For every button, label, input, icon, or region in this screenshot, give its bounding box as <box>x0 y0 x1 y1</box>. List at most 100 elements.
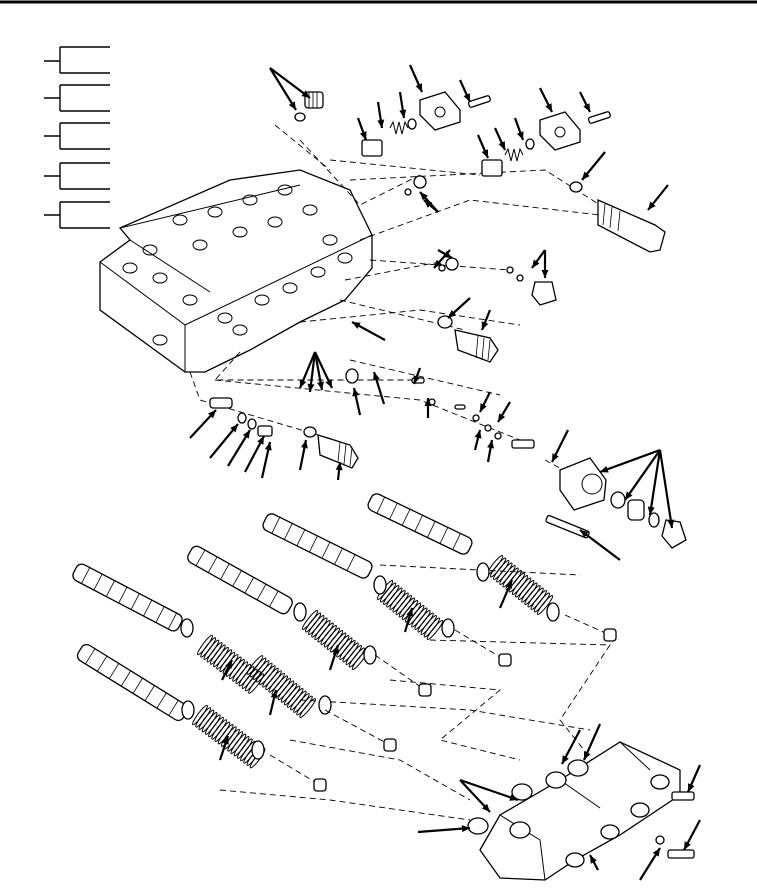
spool-bolt-head-2 <box>498 653 512 667</box>
plug-small-1 <box>413 175 427 189</box>
sleeve-2 <box>481 159 503 177</box>
callout-arrow-11 <box>493 127 507 151</box>
callout-arrow-44 <box>599 448 661 474</box>
callout-arrow-45 <box>624 449 661 501</box>
spring-small-1 <box>389 120 409 135</box>
callout-arrow-24 <box>298 351 317 389</box>
callout-arrow-47 <box>658 449 675 529</box>
callout-arrow-32 <box>479 391 491 413</box>
callout-arrow-10 <box>476 134 490 159</box>
o-ring-mid-3 <box>516 274 524 282</box>
callout-arrow-4 <box>458 79 472 103</box>
callout-arrow-8 <box>539 87 553 113</box>
seal-bottom-2 <box>511 783 533 801</box>
block-port-4 <box>217 312 233 324</box>
legend-bracket-5 <box>44 201 110 229</box>
small-pin-parts <box>411 377 502 440</box>
retainer-3 <box>293 602 307 622</box>
block-port-1 <box>122 262 138 274</box>
callout-arrows <box>189 64 702 881</box>
block-port-7 <box>310 266 326 278</box>
block-port-17 <box>142 244 158 256</box>
spool-bolt-2 <box>454 629 506 661</box>
spring-small-2 <box>504 147 524 162</box>
spool-bolt-head-3 <box>418 683 432 697</box>
block-port-13 <box>192 239 208 251</box>
spool-3 <box>187 545 293 615</box>
o-ring-mid-5 <box>345 368 359 384</box>
retainer-10 <box>546 602 560 622</box>
check-valve-mid <box>454 329 499 363</box>
spool-5 <box>76 643 189 722</box>
spring-group <box>180 555 617 792</box>
spool-group <box>72 493 473 722</box>
callout-arrow-23 <box>351 321 386 341</box>
bottom-cover-plate <box>467 741 695 881</box>
bolt-top-2 <box>587 111 611 124</box>
spool-bolt-head-1 <box>603 628 617 642</box>
plug-mid-1 <box>445 257 459 271</box>
cap-bolt-2 <box>667 849 695 859</box>
callout-arrow-57 <box>686 764 702 793</box>
callout-arrow-27 <box>314 351 333 389</box>
plug-cap-right <box>531 281 557 306</box>
callout-arrow-40 <box>260 441 272 479</box>
legend-bracket-2 <box>44 84 110 112</box>
cap-bolt-1 <box>671 791 695 801</box>
callout-arrow-26 <box>313 351 324 391</box>
retainer-8 <box>441 618 455 638</box>
legend-brackets <box>44 46 110 229</box>
o-ring-2 <box>525 138 535 150</box>
callout-arrow-51 <box>328 644 340 671</box>
callout-arrow-cover-2 <box>459 778 519 802</box>
retainer-6 <box>251 740 265 760</box>
callout-arrow-58 <box>683 819 701 851</box>
legend-bracket-4 <box>44 162 110 190</box>
callout-arrow-34 <box>473 429 482 451</box>
o-ring-top-left <box>294 112 306 122</box>
fitting-top-left <box>304 91 324 109</box>
callout-arrow-52 <box>221 659 233 681</box>
callout-arrow-28 <box>352 387 362 416</box>
middle-parts <box>209 257 687 549</box>
spool-bolt-head-4 <box>383 738 397 752</box>
block-port-3 <box>182 294 198 306</box>
seal-bottom-1 <box>467 817 489 835</box>
legend-bracket-1 <box>44 46 110 74</box>
left-fitting-set <box>209 397 273 437</box>
spring-2 <box>376 580 444 640</box>
callout-arrow-13 <box>581 151 606 181</box>
callout-arrow-16 <box>423 199 439 213</box>
legend-bracket-3 <box>44 122 110 150</box>
callout-arrow-55 <box>561 729 581 765</box>
block-port-20 <box>232 324 248 336</box>
callout-arrow-30 <box>412 367 422 385</box>
block-port-9 <box>172 214 188 226</box>
callout-arrow-48 <box>579 529 621 561</box>
callout-arrow-38 <box>227 429 251 467</box>
retainer-7 <box>363 645 377 665</box>
o-ring-mid-4 <box>437 315 453 329</box>
flange-plate-1 <box>419 91 461 131</box>
plug-stack-right <box>610 491 687 549</box>
spring-1 <box>486 555 554 615</box>
retainer-9 <box>318 695 332 715</box>
retainer-4 <box>180 618 194 638</box>
upper-parts <box>294 91 666 253</box>
retainer-5 <box>181 700 195 720</box>
small-fitting-right <box>511 439 535 449</box>
valve-block <box>99 169 373 373</box>
housing-block-right <box>559 457 607 511</box>
block-port-12 <box>277 184 293 196</box>
callout-arrow-20 <box>541 250 549 278</box>
flange-plate-2 <box>539 111 581 151</box>
spool-bolt-3 <box>374 654 426 691</box>
callout-arrow-3 <box>408 64 424 93</box>
callout-arrow-36 <box>189 409 217 439</box>
callout-arrow-14 <box>647 184 669 211</box>
sleeve-1 <box>361 139 383 157</box>
spool-bolt-1 <box>564 614 611 636</box>
callout-arrow-7 <box>356 117 368 141</box>
callout-arrow-12 <box>513 117 525 141</box>
